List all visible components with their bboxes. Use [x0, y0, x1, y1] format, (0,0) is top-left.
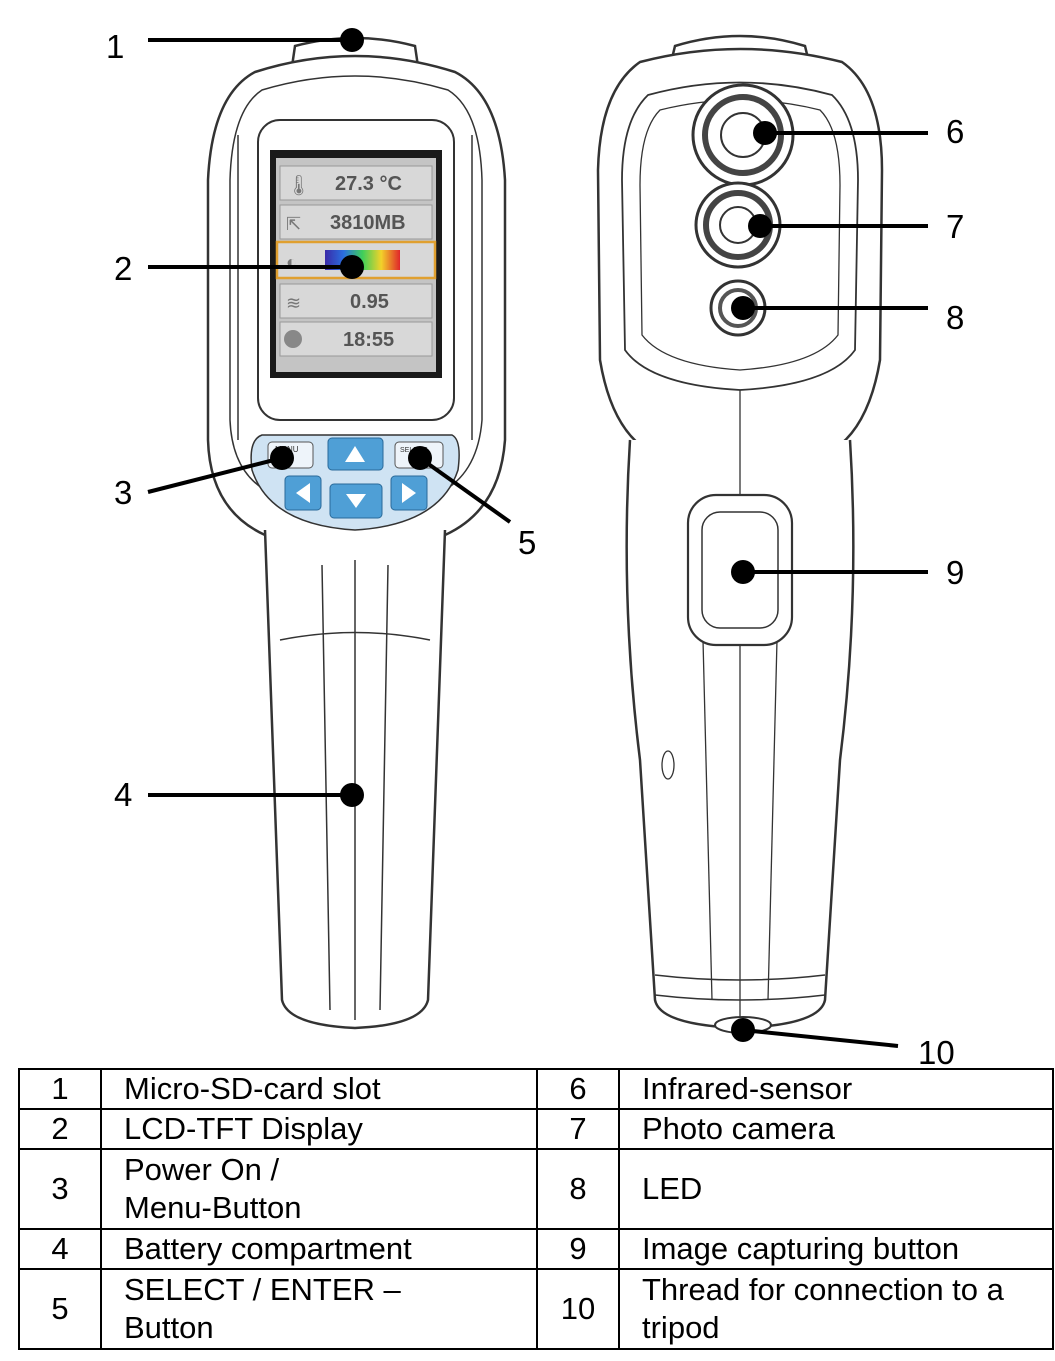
legend-row-5: 5 SELECT / ENTER –Button 10 Thread for c… [18, 1268, 1054, 1350]
callout-dot-5 [408, 446, 432, 470]
callout-number-7: 7 [946, 208, 964, 245]
callout-number-8: 8 [946, 299, 964, 336]
callout-number-3: 3 [114, 474, 132, 511]
up-arrow-icon [345, 446, 365, 462]
legend-num: 6 [536, 1068, 620, 1110]
callout-number-10: 10 [918, 1034, 955, 1065]
callout-dot-10 [731, 1018, 755, 1042]
legend-row-1: 1 Micro-SD-card slot 6 Infrared-sensor [18, 1068, 1054, 1110]
legend-num: 9 [536, 1228, 620, 1270]
left-arrow-icon [296, 483, 310, 503]
callout-dot-4 [340, 783, 364, 807]
lcd-emissivity-icon: ≋ [286, 293, 301, 313]
callout-line-5 [418, 456, 512, 524]
legend-label: Image capturing button [618, 1228, 1054, 1270]
down-arrow-icon [346, 494, 366, 508]
callout-dot-8 [731, 296, 755, 320]
legend-table: 1 Micro-SD-card slot 6 Infrared-sensor 2… [18, 1068, 1054, 1350]
legend-label-line: LCD-TFT Display [124, 1111, 363, 1146]
lcd-row-memory [279, 204, 433, 240]
callout-number-2: 2 [114, 250, 132, 287]
thermal-camera-diagram: 🌡 27.3 °C ⇱ 3810MB ◐ ≋ 0.95 18:55 MENU S… [106, 28, 964, 1065]
legend-row-4: 4 Battery compartment 9 Image capturing … [18, 1228, 1054, 1270]
legend-label-line: Image capturing button [642, 1231, 960, 1266]
legend-label-line: Battery compartment [124, 1231, 412, 1266]
front-handle-groove [321, 564, 389, 1011]
right-arrow-icon [402, 483, 416, 503]
legend-label-line: Photo camera [642, 1111, 835, 1146]
legend-label-line: LED [642, 1171, 703, 1206]
rear-lens-plate-inner [639, 99, 841, 371]
legend-label-line: SELECT / ENTER – [124, 1272, 401, 1307]
legend-label: Battery compartment [100, 1228, 538, 1270]
callout-line-10 [742, 1028, 899, 1048]
legend-row-2: 2 LCD-TFT Display 7 Photo camera [18, 1108, 1054, 1150]
legend-label: Photo camera [618, 1108, 1054, 1150]
callout-number-4: 4 [114, 776, 132, 813]
legend-label: Micro-SD-card slot [100, 1068, 538, 1110]
callout-dot-7 [748, 214, 772, 238]
lcd-row-time [279, 321, 433, 357]
lcd-row-emissivity [279, 283, 433, 319]
legend-label: SELECT / ENTER –Button [100, 1268, 538, 1350]
legend-num: 4 [18, 1228, 102, 1270]
callout-numbers: 1 2 3 4 5 6 7 8 9 10 [106, 28, 964, 1065]
legend-label-line: tripod [642, 1310, 720, 1345]
rear-side-mark [661, 750, 675, 780]
lcd-time-value: 18:55 [343, 329, 394, 351]
lcd-export-icon: ⇱ [286, 214, 301, 234]
lcd-palette-icon: ◐ [286, 252, 297, 272]
lcd-memory-value: 3810MB [330, 212, 406, 234]
callout-number-5: 5 [518, 524, 536, 561]
lcd-row-temperature [279, 165, 433, 201]
legend-row-3: 3 Power On /Menu-Button 8 LED [18, 1148, 1054, 1230]
legend-label-line: Power On / [124, 1152, 280, 1187]
rear-lenses [691, 83, 795, 337]
legend-num: 7 [536, 1108, 620, 1150]
legend-label-line: Menu-Button [124, 1190, 302, 1225]
callout-dot-9 [731, 560, 755, 584]
callout-dot-2 [340, 255, 364, 279]
callout-dot-6 [753, 121, 777, 145]
lcd-temperature-value: 27.3 °C [335, 173, 402, 195]
legend-num: 1 [18, 1068, 102, 1110]
legend-num: 10 [536, 1268, 620, 1350]
legend-label: LED [618, 1148, 1054, 1230]
rear-base-ring [654, 974, 826, 1001]
legend-label-line: Infrared-sensor [642, 1071, 853, 1106]
legend-num: 3 [18, 1148, 102, 1230]
lcd-thermometer-icon: 🌡 [286, 175, 311, 197]
legend-label: Infrared-sensor [618, 1068, 1054, 1110]
lcd-info-icon [284, 330, 302, 348]
legend-num: 2 [18, 1108, 102, 1150]
legend-label: Power On /Menu-Button [100, 1148, 538, 1230]
callout-dot-3 [270, 446, 294, 470]
legend-label: LCD-TFT Display [100, 1108, 538, 1150]
legend-num: 5 [18, 1268, 102, 1350]
callout-number-6: 6 [946, 113, 964, 150]
legend-label-line: Thread for connection to a [642, 1272, 1004, 1307]
legend-label-line: Micro-SD-card slot [124, 1071, 381, 1106]
legend-label-line: Button [124, 1310, 214, 1345]
callout-line-3 [147, 456, 283, 494]
callout-number-1: 1 [106, 28, 124, 65]
lcd-emissivity-value: 0.95 [350, 291, 389, 313]
callout-dot-1 [340, 28, 364, 52]
front-handle-band [279, 631, 431, 641]
callout-number-9: 9 [946, 554, 964, 591]
callouts [147, 28, 928, 1048]
legend-num: 8 [536, 1148, 620, 1230]
